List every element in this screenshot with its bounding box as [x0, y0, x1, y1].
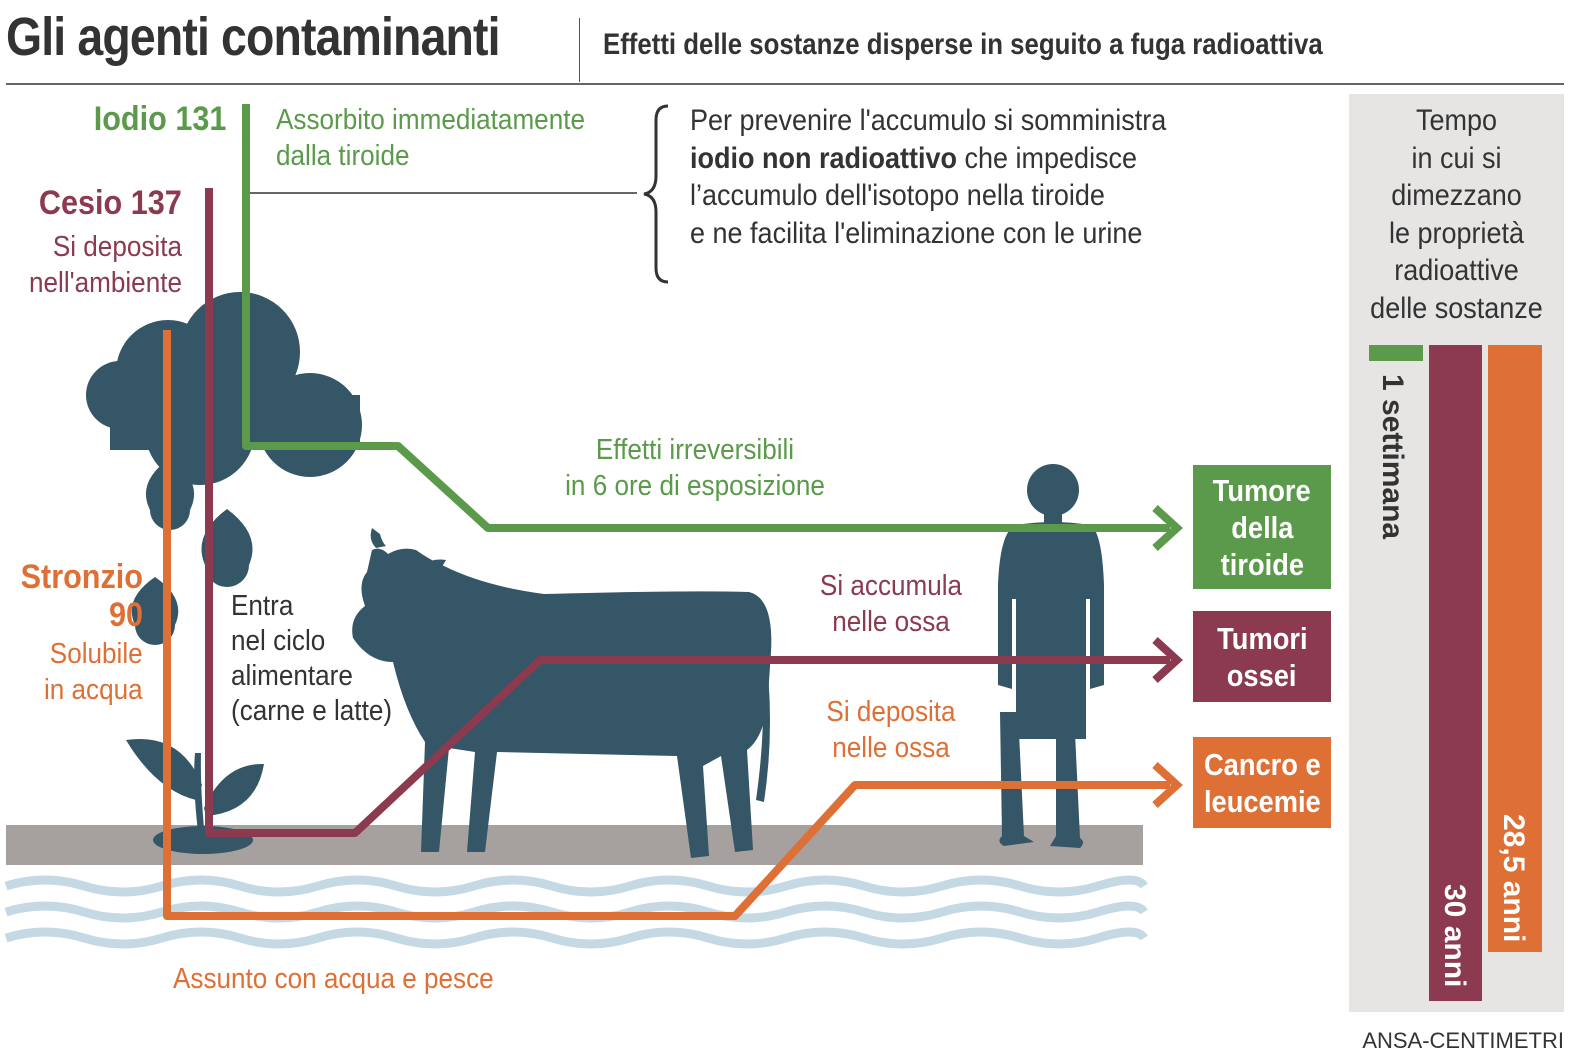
- bones-deposit-label: Si deposita nelle ossa: [826, 696, 956, 764]
- strontium-name: Stronzio 90: [20, 558, 143, 634]
- half-life-bar-cesium-fill: [1429, 345, 1482, 1001]
- person-icon: [998, 464, 1104, 848]
- half-life-caption: Tempo in cui si dimezzano le proprietà r…: [1370, 104, 1543, 325]
- half-life-label-iodine: 1 settimana: [1376, 374, 1409, 540]
- note-brace: [643, 104, 669, 284]
- cesium-arrowhead: [1152, 637, 1183, 683]
- bones-accumulate-label: Si accumula nelle ossa: [819, 570, 963, 638]
- page-subtitle: Effetti delle sostanze disperse in segui…: [603, 28, 1323, 61]
- iodine-name: Iodio 131: [93, 100, 226, 138]
- water-fish-label: Assunto con acqua e pesce: [173, 963, 494, 995]
- header-rule: [6, 83, 1564, 85]
- page-title: Gli agenti contaminanti: [6, 7, 501, 67]
- strontium-arrowhead: [1152, 762, 1183, 808]
- iodine-note: Assorbito immediatamente dalla tiroide: [276, 104, 585, 172]
- strontium-note: Solubile in acqua: [44, 638, 143, 706]
- cesium-note: Si deposita nell'ambiente: [29, 231, 182, 299]
- prevention-note: Per prevenire l'accumulo si somministra …: [690, 104, 1167, 250]
- irreversible-effects-label: Effetti irreversibili in 6 ore di esposi…: [565, 434, 825, 502]
- half-life-bar-strontium-fill: [1488, 345, 1542, 952]
- iodine-path: [242, 104, 1170, 532]
- outcome-thyroid-tumor: Tumore della tiroide: [1193, 465, 1331, 589]
- cesium-path: [205, 188, 1170, 837]
- half-life-label-strontium: 28,5 anni: [1497, 814, 1530, 943]
- half-life-bar-iodine-fill: [1369, 345, 1423, 361]
- title-separator: [579, 18, 580, 82]
- outcome-cancer-leukemia: Cancro e leucemie: [1193, 737, 1331, 828]
- food-chain-label: Entra nel ciclo alimentare (carne e latt…: [231, 590, 393, 727]
- source-credit: ANSA-CENTIMETRI: [1362, 1028, 1564, 1053]
- cow-icon: [352, 528, 772, 858]
- half-life-label-cesium: 30 anni: [1438, 884, 1471, 988]
- iodine-arrowhead: [1152, 505, 1183, 551]
- cesium-name: Cesio 137: [39, 184, 182, 222]
- strontium-path: [163, 330, 1170, 920]
- outcome-bone-tumors: Tumori ossei: [1193, 611, 1331, 702]
